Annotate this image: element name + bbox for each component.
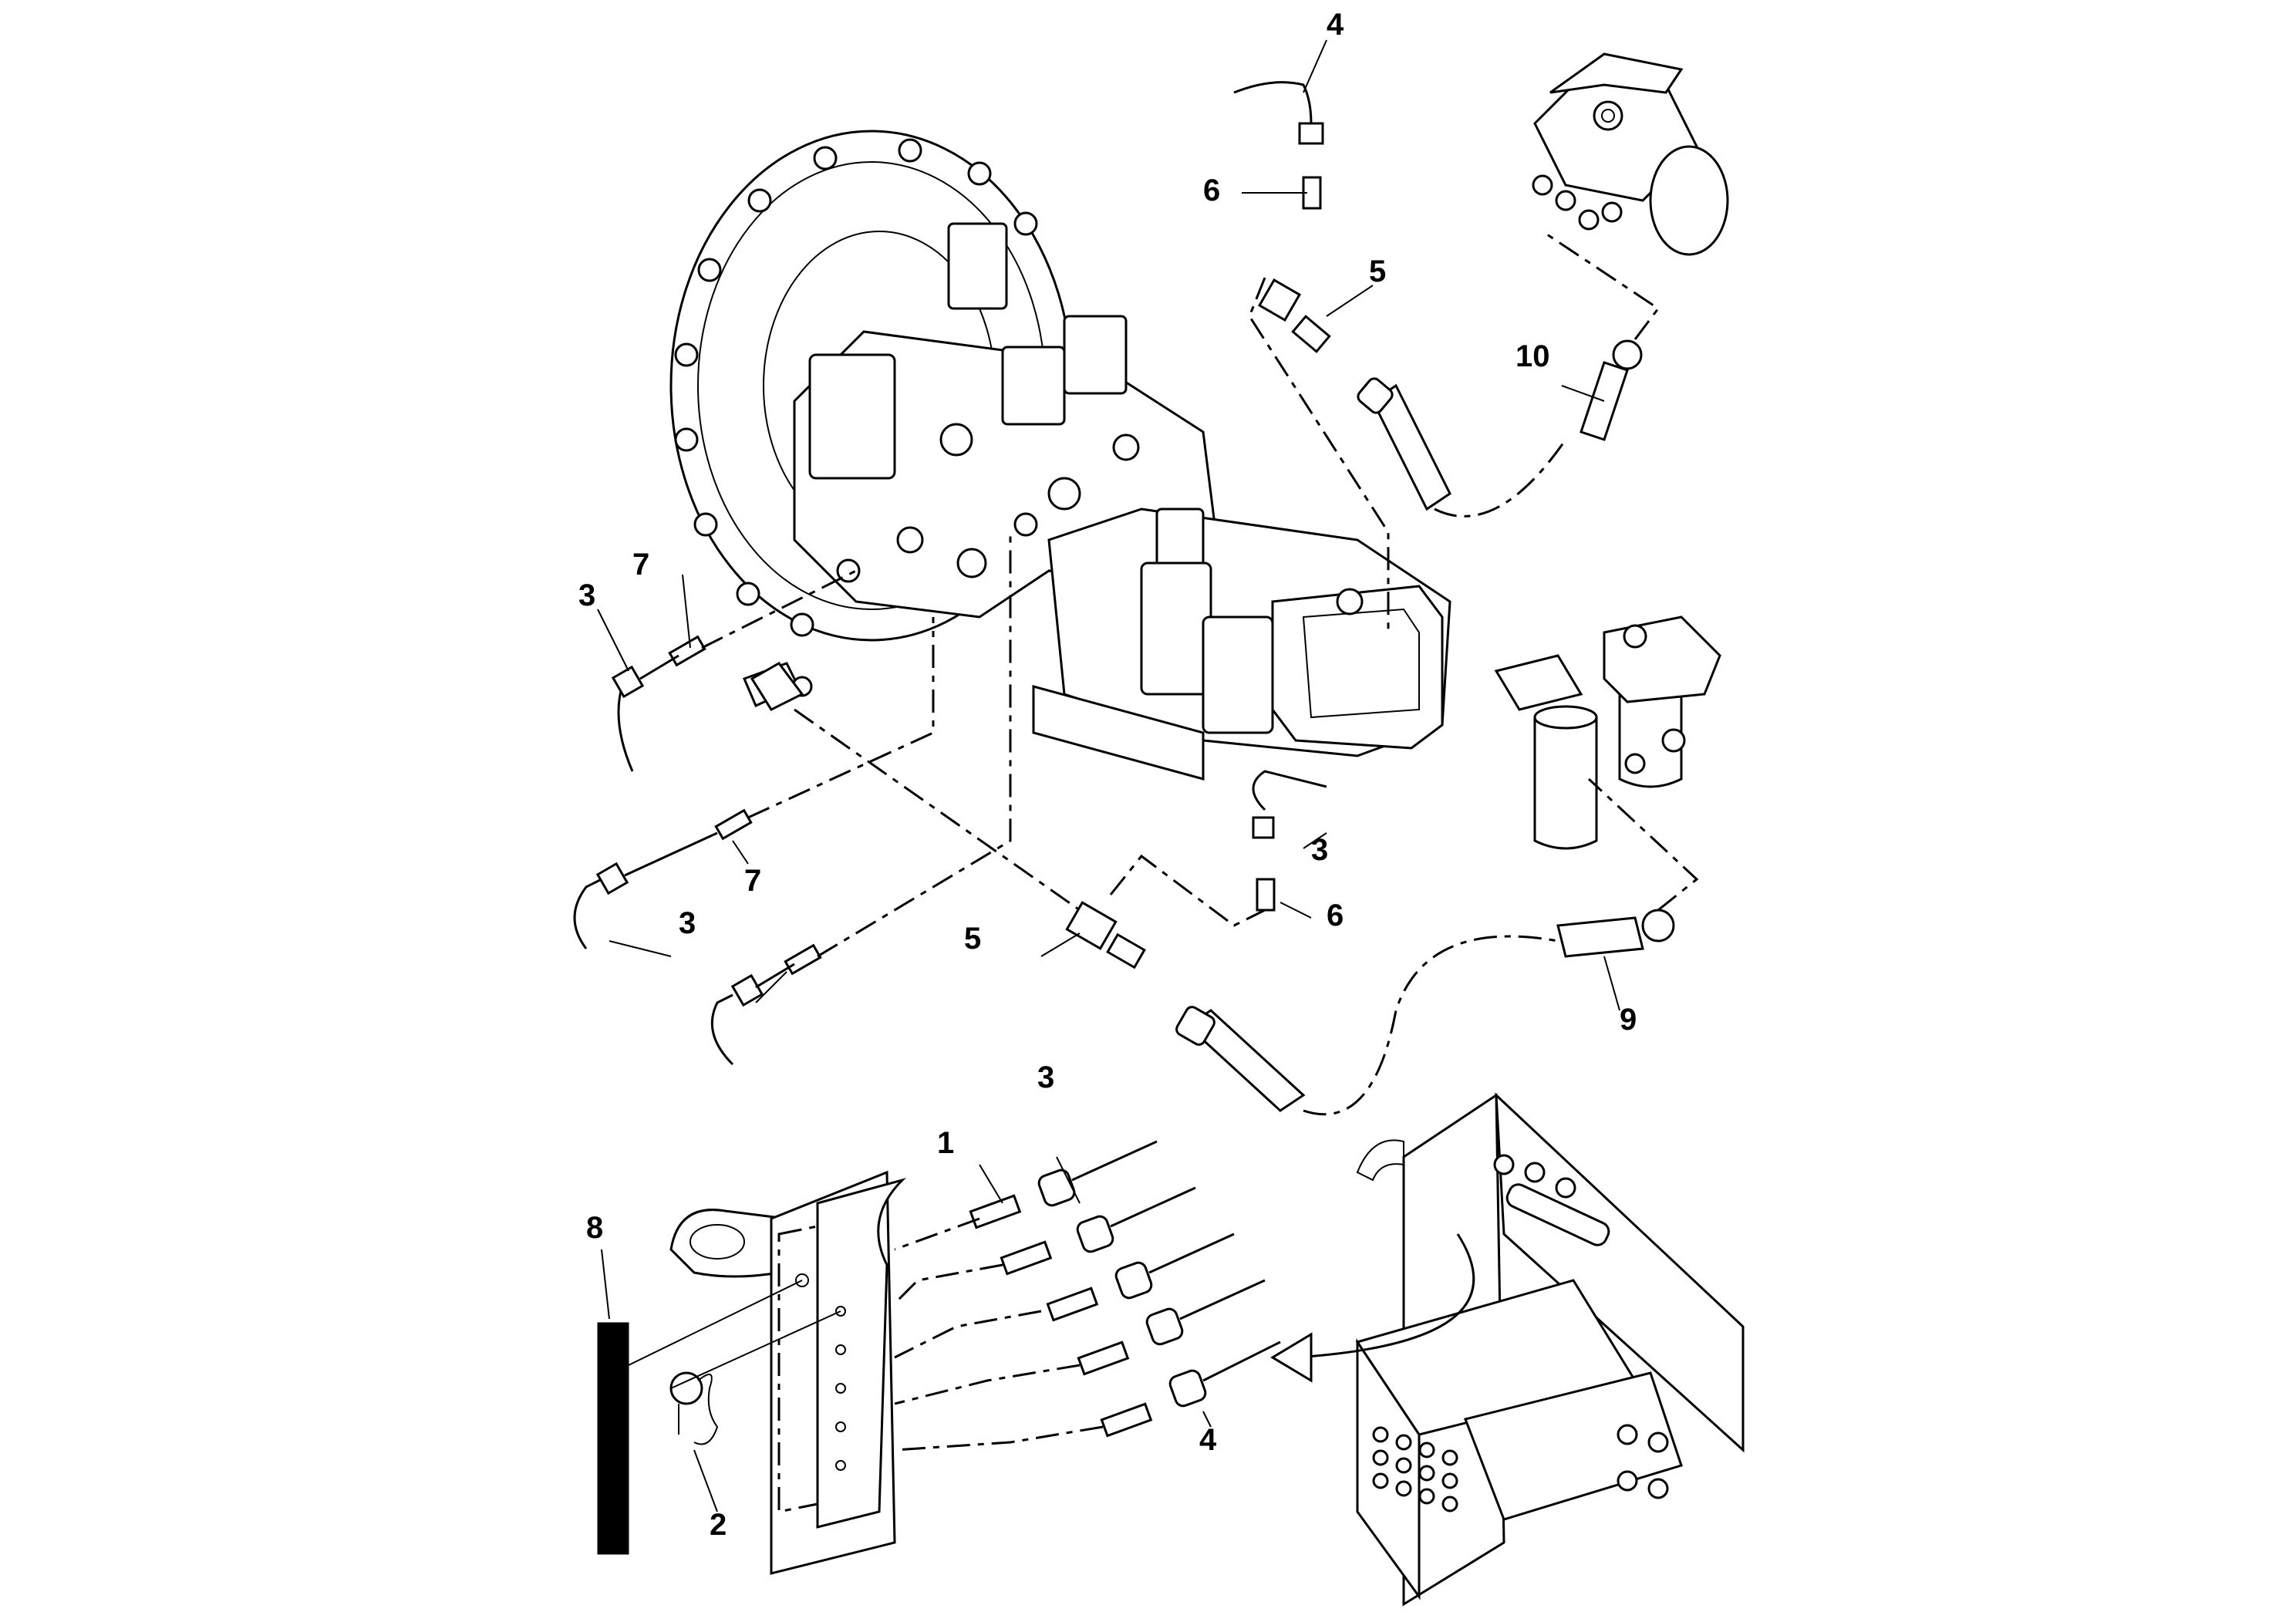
hydraulic-pump-assembly bbox=[669, 130, 1451, 781]
callout-7-mid: 7 bbox=[744, 864, 761, 898]
hydraulic-motor bbox=[1532, 52, 1729, 256]
callout-9: 9 bbox=[1620, 1003, 1637, 1037]
callout-7-upper: 7 bbox=[632, 548, 649, 582]
callout-5-center: 5 bbox=[964, 922, 981, 956]
twin-filter-assembly bbox=[1494, 615, 1721, 850]
callout-5-top: 5 bbox=[1369, 255, 1386, 288]
callout-10: 10 bbox=[1515, 339, 1550, 373]
callout-3-bottom-cable: 3 bbox=[1037, 1061, 1054, 1094]
decal-strip bbox=[597, 1322, 629, 1555]
chassis-test-port-panel bbox=[1270, 1092, 1745, 1607]
callout-4-bottom: 4 bbox=[1199, 1423, 1217, 1457]
pointer-arrow-icon bbox=[1270, 1332, 1313, 1383]
callout-4-top: 4 bbox=[1327, 8, 1344, 42]
callout-1: 1 bbox=[937, 1126, 954, 1160]
port-mounting-bracket bbox=[669, 1170, 907, 1575]
callout-8: 8 bbox=[586, 1211, 603, 1245]
center-test-hose bbox=[750, 662, 1699, 1116]
callout-labels: 4 6 5 10 7 3 3 6 7 3 5 9 3 1 8 4 2 bbox=[578, 8, 1637, 1542]
tube-fitting-group bbox=[573, 532, 1012, 1066]
test-hose-set bbox=[893, 1140, 1281, 1452]
callout-3-tube-center: 3 bbox=[1311, 833, 1328, 867]
callout-6-center: 6 bbox=[1327, 899, 1344, 932]
callout-2: 2 bbox=[710, 1508, 727, 1542]
callout-6-top: 6 bbox=[1203, 174, 1220, 207]
leader-lines bbox=[597, 39, 1620, 1512]
callout-3-pump-upper: 3 bbox=[578, 578, 595, 612]
dust-cap-with-chain bbox=[669, 1371, 719, 1445]
callout-3-left-mid: 3 bbox=[679, 906, 696, 940]
